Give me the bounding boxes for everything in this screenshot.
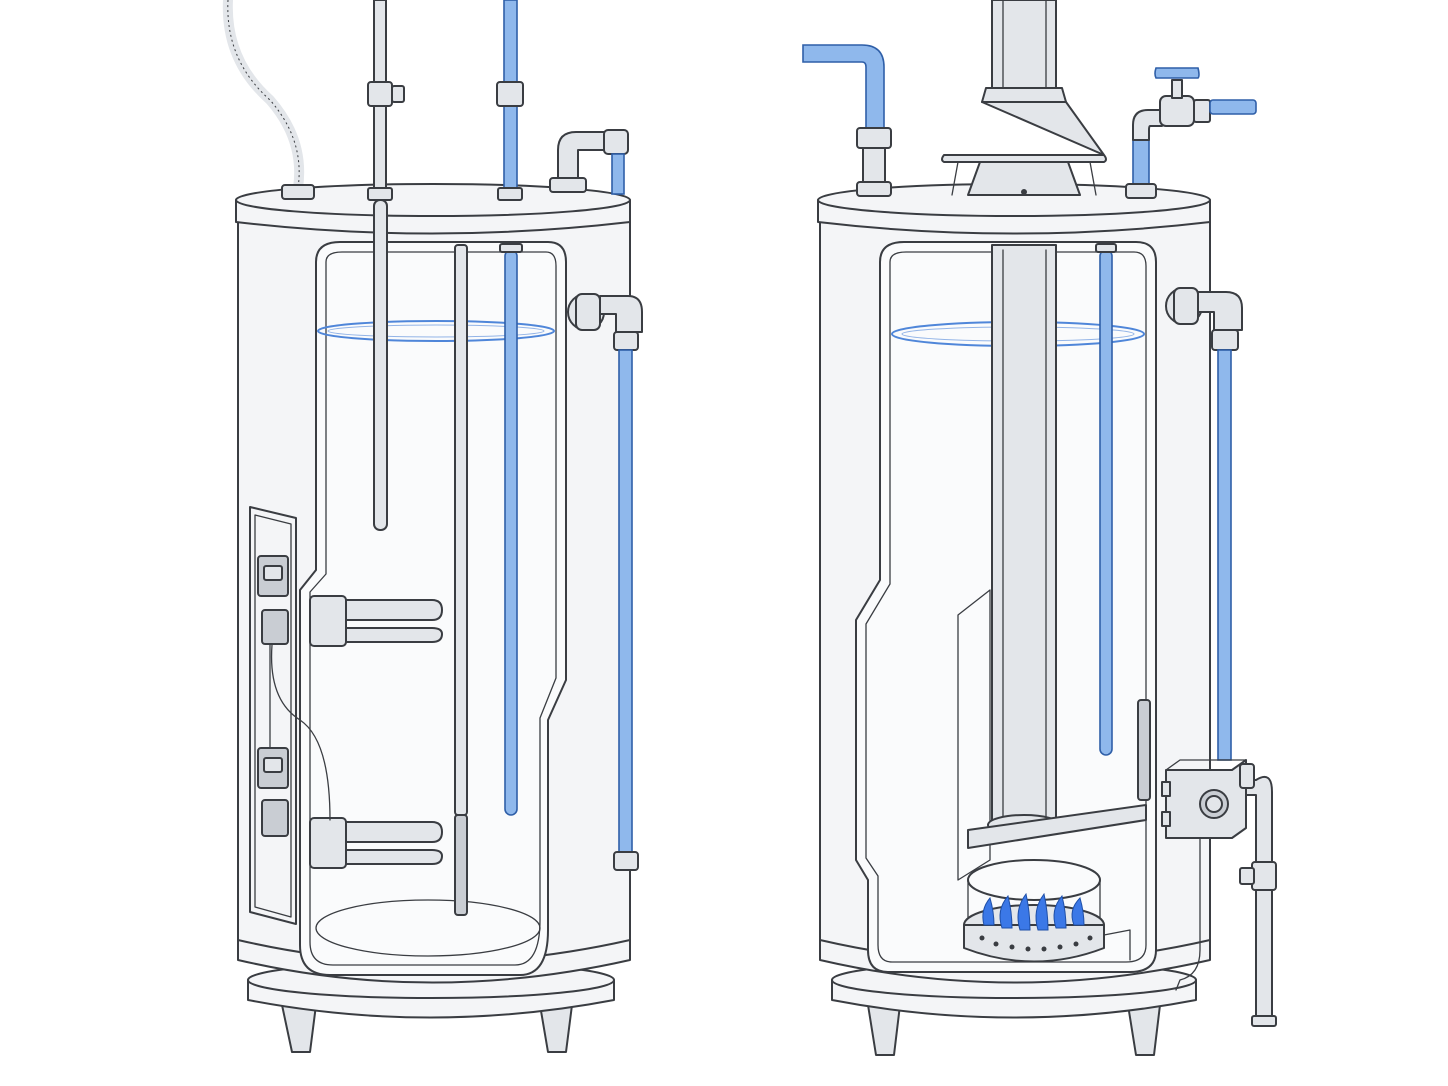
electric-heater-cold-inlet-pipe (496, 0, 524, 201)
gas-heater-hot-outlet-valve (1125, 67, 1257, 199)
electric-heater-upper-element (309, 595, 443, 647)
gas-heater-combustion-chamber (963, 804, 1147, 963)
electric-heater-dip-tube (499, 243, 523, 816)
gas-heater-anode-rod (1137, 699, 1151, 801)
electric-heater-hot-outlet-pipe (367, 0, 405, 201)
electric-heater-lower-element (309, 817, 443, 869)
gas-heater-relief-valve (1165, 287, 1243, 761)
burner-ports (979, 935, 1093, 952)
gas-heater-dip-tube (1095, 243, 1117, 756)
gas-heater-legs (867, 1004, 1161, 1056)
electric-heater-top-elbow (549, 129, 629, 195)
electric-heater-anode-rod (373, 199, 388, 531)
electric-heater-long-rod (454, 244, 468, 916)
electric-water-heater (222, 0, 643, 1053)
gas-heater-flue-tube (987, 244, 1061, 836)
gas-supply-pipe (1239, 763, 1277, 1027)
gas-control-valve (1161, 759, 1247, 991)
lower-thermostat (257, 747, 289, 837)
gas-heater-draft-hood (941, 0, 1107, 196)
burner-flames (982, 892, 1085, 931)
gas-water-heater (802, 0, 1277, 1056)
gas-heater-cold-inlet-pipe (802, 44, 892, 197)
electric-heater-relief-valve (567, 293, 643, 871)
electric-heater-conduit (222, 0, 315, 200)
upper-thermostat (257, 555, 289, 645)
electric-water-level-line (317, 320, 555, 342)
electric-heater-access-panel (249, 506, 331, 925)
